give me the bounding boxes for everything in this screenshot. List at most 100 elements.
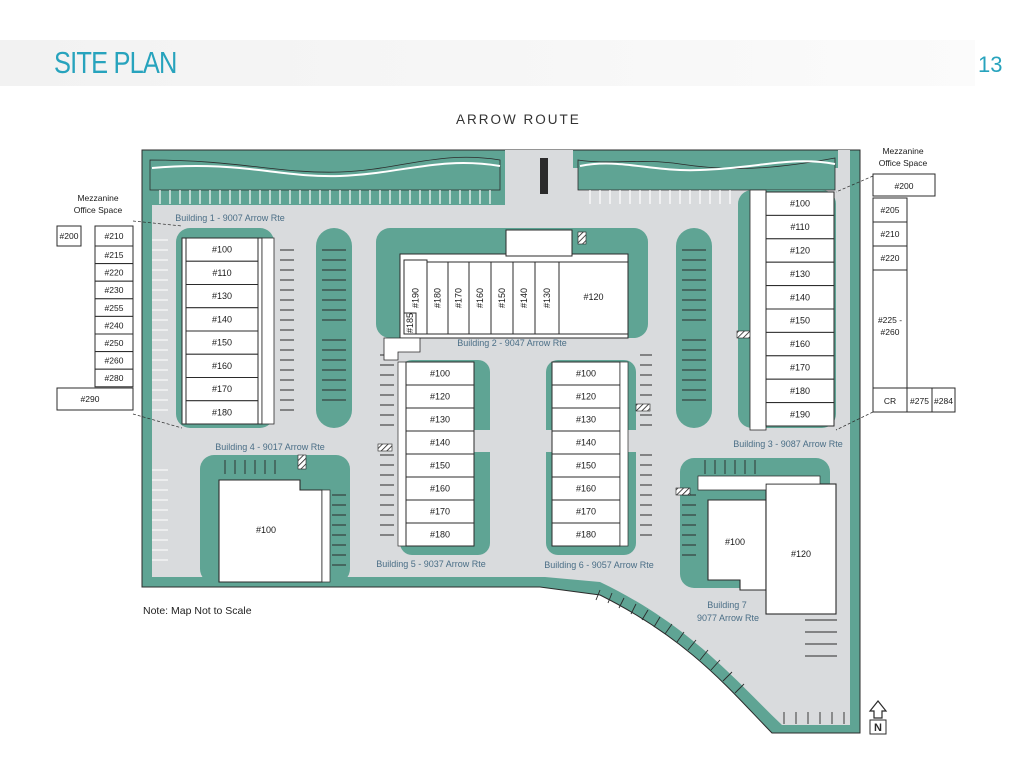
north-arrow-icon: N — [868, 700, 888, 735]
unit-label: #140 — [430, 438, 450, 448]
header-band — [0, 40, 975, 86]
entrance-median — [540, 158, 548, 194]
unit-label: #180 — [430, 530, 450, 540]
unit-label: #260 — [105, 356, 124, 366]
unit-label: #170 — [454, 288, 464, 308]
unit-label: #130 — [790, 269, 810, 279]
mezzanine-title: Mezzanine — [882, 146, 923, 156]
unit-label: #150 — [212, 338, 232, 348]
mezzanine-title: Office Space — [879, 158, 928, 168]
unit-label: #110 — [212, 268, 231, 278]
scale-note: Note: Map Not to Scale — [143, 605, 252, 617]
unit-label: #225 - — [878, 315, 902, 325]
unit-label: #220 — [105, 268, 124, 278]
building-1: #100 #110 #130 #140 #150 #160 #170 #180 — [181, 237, 275, 425]
unit-label: #110 — [790, 222, 809, 232]
unit-label: #220 — [881, 253, 900, 263]
building-2: #190 #180 #170 #160 #150 #140 #130 #120 #185 — [383, 229, 629, 361]
unit-label: #150 — [497, 288, 507, 308]
unit-label: #190 — [411, 288, 421, 308]
unit-label: #290 — [81, 394, 100, 404]
unit-label: #120 — [790, 246, 810, 256]
unit-b1-8 — [185, 400, 259, 425]
unit-label: #260 — [881, 327, 900, 337]
building-6: #100 #120 #130 #140 #150 #160 #170 #180 — [551, 361, 629, 547]
unit-label: #130 — [430, 415, 450, 425]
unit-label: #275 — [910, 396, 929, 406]
unit-label: CR — [884, 396, 896, 406]
north-label: N — [874, 722, 882, 734]
unit-label: #205 — [881, 205, 900, 215]
mezzanine-title: Mezzanine — [77, 193, 118, 203]
unit-label: #190 — [790, 409, 810, 419]
unit-label: #215 — [105, 250, 124, 260]
unit-label: #100 — [430, 369, 450, 379]
unit-label: #160 — [790, 339, 810, 349]
unit-label: #150 — [576, 461, 596, 471]
building-5: #100#120#130#140#150#160#170#180 — [397, 361, 475, 547]
page-number: 13 — [978, 52, 1003, 77]
building-label: Building 3 - 9087 Arrow Rte — [733, 439, 843, 449]
unit-label: #185 — [405, 313, 415, 333]
unit-label: #100 — [725, 537, 745, 547]
buildings-layer: #100#110#130#140#150#160#170#180Building… — [175, 189, 843, 623]
mezzanine-title: Office Space — [74, 205, 123, 215]
unit-label: #130 — [212, 291, 232, 301]
unit-label: #210 — [105, 231, 124, 241]
building-3: #100#110#120#130#140#150#160#170#180#190 — [749, 189, 835, 431]
unit-b3-10 — [765, 402, 835, 427]
unit-b2-8 — [558, 261, 629, 335]
unit-label: #100 — [256, 525, 276, 535]
page-title: SITE PLAN — [54, 45, 177, 80]
unit-label: #160 — [576, 484, 596, 494]
unit-label: #180 — [212, 407, 232, 417]
unit-label: #240 — [105, 320, 124, 330]
unit-label: #284 — [934, 396, 953, 406]
unit-label: #150 — [430, 461, 450, 471]
unit-label: #150 — [790, 316, 810, 326]
entrance-drive — [505, 150, 573, 206]
building-7: #100 #120 — [697, 475, 837, 615]
building-label: 9077 Arrow Rte — [697, 613, 759, 623]
unit-label: #120 — [583, 292, 603, 302]
building-label: Building 5 - 9037 Arrow Rte — [376, 559, 486, 569]
unit-label: #160 — [475, 288, 485, 308]
unit-label: #100 — [212, 245, 232, 255]
unit-label: #200 — [895, 181, 914, 191]
unit-label: #250 — [105, 338, 124, 348]
unit-label: #160 — [212, 361, 232, 371]
unit-label: #170 — [212, 384, 232, 394]
building-label: Building 1 - 9007 Arrow Rte — [175, 213, 285, 223]
unit-label: #140 — [519, 288, 529, 308]
unit-label: #230 — [105, 285, 124, 295]
building-4: #100 — [218, 479, 331, 583]
unit-label: #100 — [790, 199, 810, 209]
unit-label: #210 — [881, 229, 900, 239]
building-label: Building 4 - 9017 Arrow Rte — [215, 442, 325, 452]
unit-label: #160 — [430, 484, 450, 494]
unit-label: #120 — [791, 549, 811, 559]
unit-label: #170 — [790, 363, 810, 373]
unit-label: #200 — [60, 231, 79, 241]
unit-label: #170 — [430, 507, 450, 517]
unit-label: #180 — [433, 288, 443, 308]
unit-label: #130 — [576, 415, 596, 425]
unit-label: #180 — [576, 530, 596, 540]
street-label: ARROW ROUTE — [456, 112, 581, 127]
unit-label: #280 — [105, 373, 124, 383]
unit-label: #100 — [576, 369, 596, 379]
unit-label: #130 — [542, 288, 552, 308]
unit-label: #140 — [212, 314, 232, 324]
unit-b5-8 — [405, 522, 475, 547]
unit-label: #255 — [105, 303, 124, 313]
unit-label: #140 — [790, 292, 810, 302]
building-label: Building 2 - 9047 Arrow Rte — [457, 338, 567, 348]
unit-label: #170 — [576, 507, 596, 517]
building-label: Building 7 — [707, 600, 747, 610]
unit-label: #120 — [576, 392, 596, 402]
unit-label: #140 — [576, 438, 596, 448]
